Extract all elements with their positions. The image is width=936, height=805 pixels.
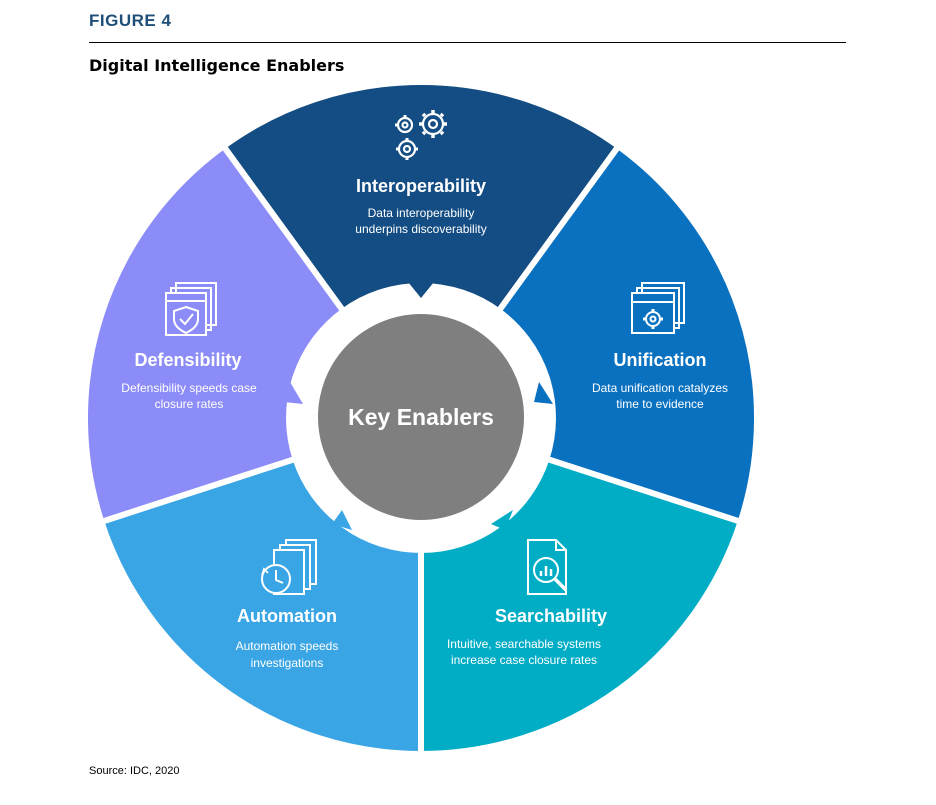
clock-documents-icon (261, 539, 317, 595)
desc-searchability-line2: increase case closure rates (451, 653, 597, 667)
window-shield-icon (165, 282, 217, 336)
figure-label: FIGURE 4 (89, 11, 172, 30)
desc-searchability-line1: Intuitive, searchable systems (447, 637, 601, 651)
segment-unification (494, 142, 761, 526)
desc-defensibility-line1: Defensibility speeds case (121, 381, 257, 395)
desc-interoperability-line1: Data interoperability (368, 206, 475, 220)
center-label: Key Enablers (348, 404, 494, 430)
notch-unification (534, 382, 553, 404)
notch-defensibility (284, 382, 303, 404)
center-circle (318, 314, 524, 520)
gears-icon (395, 110, 447, 160)
title-automation: Automation (237, 606, 337, 626)
title-searchability: Searchability (495, 606, 607, 626)
desc-unification-line1: Data unification catalyzes (592, 381, 728, 395)
desc-unification-line2: time to evidence (616, 397, 704, 411)
title-defensibility: Defensibility (134, 350, 241, 370)
segment-interoperability (219, 79, 623, 316)
document-search-icon (527, 539, 568, 595)
desc-interoperability-line2: underpins discoverability (355, 222, 486, 236)
segment-automation (97, 455, 424, 758)
notch-automation (332, 510, 352, 530)
header-rule (89, 42, 846, 43)
desc-defensibility-line2: closure rates (155, 397, 224, 411)
notch-searchability (491, 510, 513, 530)
notch-interoperability (408, 282, 434, 298)
desc-automation-line2: investigations (251, 656, 324, 670)
desc-automation-line1: Automation speeds (236, 639, 339, 653)
title-interoperability: Interoperability (356, 176, 486, 196)
figure-title: Digital Intelligence Enablers (89, 56, 345, 75)
title-unification: Unification (614, 350, 707, 370)
window-gear-icon (631, 282, 685, 334)
segment-searchability (418, 455, 745, 758)
source-note: Source: IDC, 2020 (89, 765, 180, 777)
